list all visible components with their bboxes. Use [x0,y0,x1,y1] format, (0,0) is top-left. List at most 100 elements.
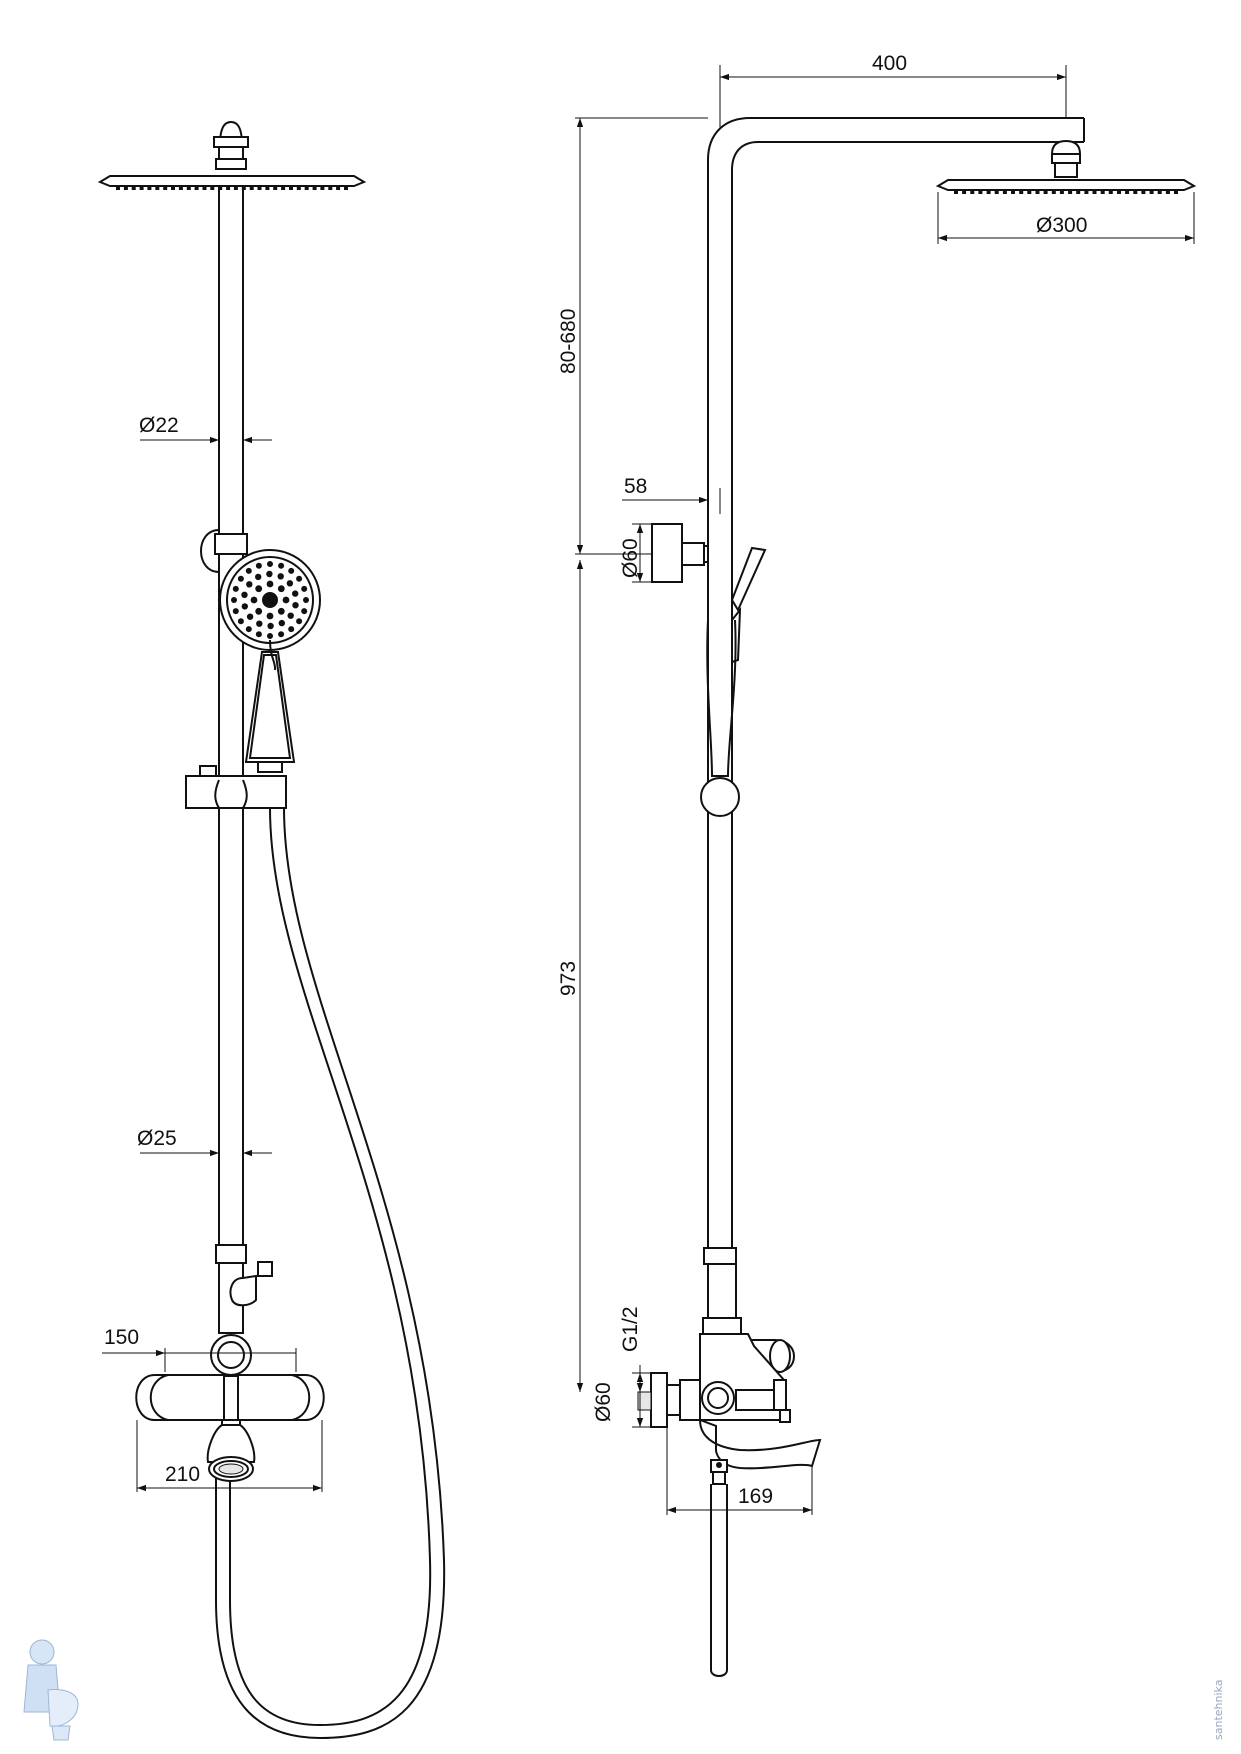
side-lower-assembly [637,1247,822,1677]
hand-shower-nozzle [303,597,309,603]
nozzle [123,186,128,190]
nozzle [1174,190,1178,194]
hand-shower-nozzle [255,585,263,593]
nozzle [210,186,215,190]
hand-shower-nozzle [296,618,303,625]
hand-shower-nozzle [245,567,252,574]
hand-shower-nozzle [231,597,237,603]
nozzle [1125,190,1130,194]
hand-shower-nozzle [255,631,262,638]
front-upper-wall-bracket [200,529,248,573]
dim-lower-height: 973 [557,560,584,1392]
dim-upper-pipe-diameter: Ø22 [139,414,272,444]
hand-shower-nozzle [245,626,252,633]
hand-shower-nozzle [277,585,285,593]
hand-shower-nozzle [287,612,294,619]
hand-shower-nozzle [232,585,239,592]
nozzle [171,186,175,190]
nozzle [273,186,278,190]
nozzle [296,186,301,190]
label-lower-height: 973 [557,961,580,996]
nozzle [1076,190,1081,194]
label-flange-diameter: Ø60 [592,1382,615,1422]
front-shower-hose [215,807,446,1740]
nozzle [1051,190,1056,194]
nozzle [257,186,262,190]
dim-spout-projection: 169 [666,1420,813,1515]
dim-head-diameter: Ø300 [937,192,1195,244]
nozzle [1043,190,1048,194]
front-mixer-body [135,1334,325,1482]
nozzle [328,186,333,190]
side-view: 400 Ø300 80-680 973 58 Ø60 [557,52,1197,1677]
front-riser-pipe [218,186,244,1245]
front-slider [185,765,287,809]
hand-shower-nozzle [267,622,274,630]
nozzle [1141,190,1146,194]
nozzle [970,190,975,194]
hand-shower-nozzle [296,575,303,582]
hand-shower-nozzle [232,608,239,615]
dim-flange-diameter: Ø60 [592,1372,651,1428]
nozzle [1011,190,1015,194]
watermark-text: santehnika [1212,1680,1225,1740]
hand-shower-nozzle [246,581,253,588]
hand-shower-nozzle [278,562,285,569]
hand-shower-nozzle [292,602,299,609]
side-wall-holder [651,523,767,664]
side-riser-and-arm [707,117,1085,1248]
nozzle [281,186,286,190]
side-hand-shower-handle [706,619,737,777]
hand-shower-nozzle [255,607,263,615]
nozzle [1019,190,1024,194]
hand-shower-nozzle [277,573,284,580]
nozzle [962,190,967,194]
nozzle [186,186,191,190]
hand-shower-nozzle [255,573,262,581]
label-connection-thread: G1/2 [619,1306,642,1352]
hand-shower-nozzle [237,575,244,582]
label-head-diameter: Ø300 [1036,214,1087,237]
hand-shower-nozzle [250,596,258,604]
nozzle [1117,190,1121,194]
front-view: Ø22 Ø25 150 210 [97,120,446,1740]
watermark-logo [23,1639,79,1741]
dim-upper-height: 80-680 [557,117,708,555]
hand-shower-nozzle [237,618,244,625]
hand-shower-nozzle [301,608,308,615]
hand-shower-nozzle [282,596,290,604]
nozzle [994,190,999,194]
label-holder-diameter: Ø60 [619,538,642,578]
hand-shower-nozzle [241,603,248,610]
nozzle [202,186,207,190]
nozzle [986,190,991,194]
nozzle [1027,190,1032,194]
nozzle [163,186,168,190]
nozzle [1165,190,1170,194]
dim-mixer-center-spacing: 150 [102,1326,297,1372]
nozzle [131,186,136,190]
nozzle [320,186,325,190]
hand-shower-nozzle [292,590,299,597]
nozzle [304,186,309,190]
nozzle [1092,190,1097,194]
label-arm-length: 400 [872,52,907,75]
nozzle [312,186,317,190]
dim-lower-pipe-diameter: Ø25 [137,1127,272,1157]
nozzle [178,186,183,190]
hand-shower-nozzle [278,631,285,638]
label-spout-projection: 169 [738,1485,773,1508]
label-upper-pipe-diameter: Ø22 [139,414,179,437]
nozzle [344,186,348,190]
nozzle [1149,190,1154,194]
label-lower-pipe-diameter: Ø25 [137,1127,177,1150]
label-mixer-center-spacing: 150 [104,1326,139,1349]
nozzle [1002,190,1007,194]
hand-shower-nozzle [288,626,295,633]
dim-holder-diameter: Ø60 [619,523,652,583]
hand-shower-nozzle [246,613,254,620]
label-upper-height: 80-680 [557,309,580,374]
front-hand-shower [219,549,321,773]
dim-mixer-width: 210 [136,1420,323,1492]
